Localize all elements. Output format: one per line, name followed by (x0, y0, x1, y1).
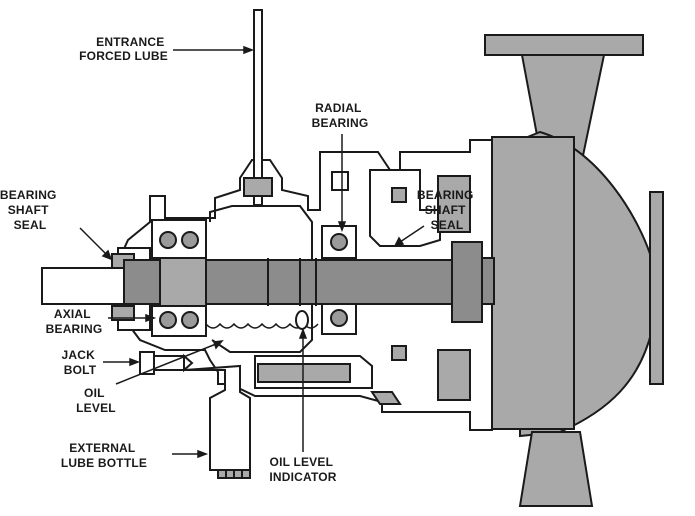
shaft (41, 241, 495, 323)
radial-bearing (321, 225, 357, 335)
forced-lube-inlet (243, 9, 273, 206)
radial-ball (330, 309, 348, 327)
label-oil-level-indicator: OIL LEVEL INDICATOR (269, 455, 336, 484)
label-lube-bottle-line1: EXTERNAL (69, 441, 135, 455)
pump-casing (484, 34, 664, 507)
label-entrance-line1: ENTRANCE (96, 35, 164, 49)
label-oil-level-line1: OIL (84, 386, 104, 400)
label-oil-level-line2: LEVEL (76, 401, 116, 415)
label-entrance-line2: FORCED LUBE (79, 49, 168, 63)
label-indicator-line1: OIL LEVEL (270, 455, 333, 469)
leader-lines (79, 45, 425, 459)
shaft-collar (451, 241, 483, 323)
label-radial-line2: BEARING (312, 116, 369, 130)
label-seal-right-line3: SEAL (431, 218, 464, 232)
label-jack-bolt: JACK BOLT (61, 348, 98, 377)
label-external-lube-bottle: EXTERNAL LUBE BOTTLE (61, 441, 147, 470)
label-seal-left-line3: SEAL (14, 218, 47, 232)
casing-foot (518, 431, 594, 507)
suction-flange (649, 191, 664, 385)
label-axial-line1: AXIAL (54, 307, 91, 321)
label-seal-right-line1: BEARING (417, 188, 474, 202)
axial-ball (181, 231, 199, 249)
casing-cover (491, 136, 575, 430)
label-axial-line2: BEARING (46, 322, 103, 336)
external-lube-bottle (184, 364, 251, 479)
label-radial-line1: RADIAL (315, 101, 361, 115)
label-jack-line1: JACK (61, 348, 95, 362)
axial-ball (181, 311, 199, 329)
axial-ball (159, 311, 177, 329)
label-axial-bearing: AXIAL BEARING (46, 307, 103, 336)
oil-level-indicator-glass (295, 310, 309, 330)
label-lube-bottle-line2: LUBE BOTTLE (61, 456, 147, 470)
label-oil-level: OIL LEVEL (76, 386, 116, 415)
label-jack-line2: BOLT (64, 363, 97, 377)
label-bearing-shaft-seal-right: BEARING SHAFT SEAL (417, 188, 477, 232)
frame-cavity (209, 205, 313, 353)
label-indicator-line2: INDICATOR (269, 470, 336, 484)
label-seal-right-line2: SHAFT (425, 203, 466, 217)
axial-bearing (151, 219, 207, 337)
label-entrance-forced-lube: ENTRANCE FORCED LUBE (79, 35, 168, 63)
label-seal-left-line2: SHAFT (8, 203, 49, 217)
label-radial-bearing: RADIAL BEARING (312, 101, 369, 130)
shaft-end (41, 267, 125, 305)
label-bearing-shaft-seal-left: BEARING SHAFT SEAL (0, 188, 60, 232)
axial-ball (159, 231, 177, 249)
discharge-flange (484, 34, 644, 56)
radial-ball (330, 233, 348, 251)
label-seal-left-line1: BEARING (0, 188, 57, 202)
